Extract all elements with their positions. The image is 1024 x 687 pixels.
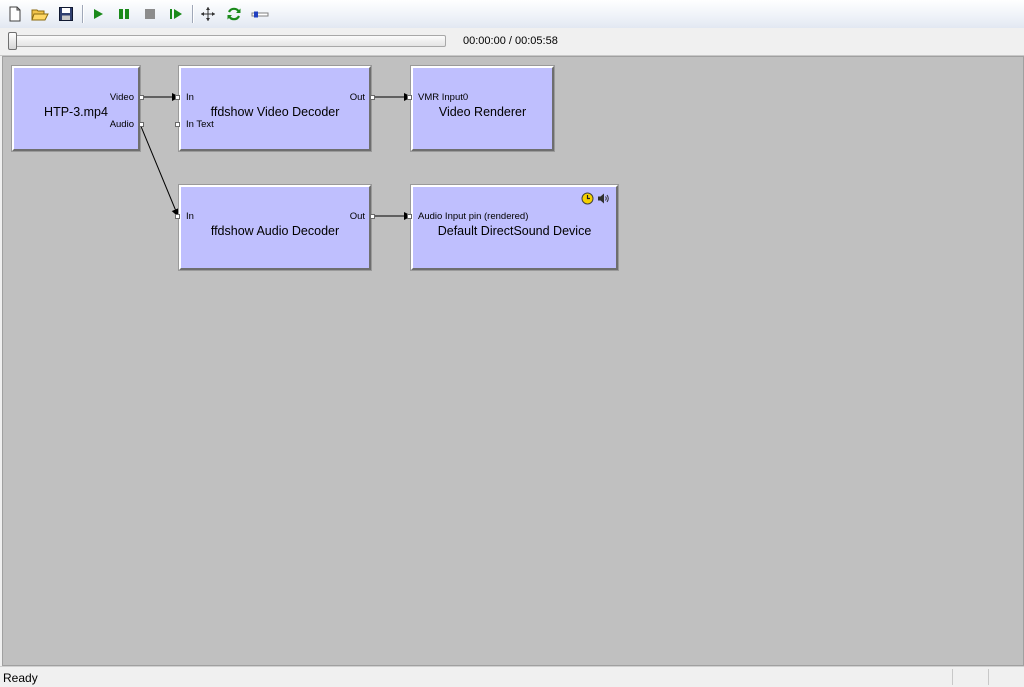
open-folder-icon bbox=[31, 9, 49, 21]
pin-in[interactable] bbox=[175, 214, 180, 219]
seek-track[interactable] bbox=[10, 35, 446, 47]
wire-audio-to-decoder[interactable] bbox=[139, 123, 180, 217]
pin-in-text[interactable] bbox=[175, 122, 180, 127]
filter-video-decoder[interactable]: ffdshow Video Decoder In In Text Out bbox=[178, 65, 372, 152]
pin-out[interactable] bbox=[370, 214, 375, 219]
toolbar-separator bbox=[192, 5, 193, 23]
filter-title: HTP-3.mp4 bbox=[44, 105, 108, 119]
pin-in[interactable] bbox=[175, 95, 180, 100]
pin-out[interactable] bbox=[370, 95, 375, 100]
filter-title: ffdshow Video Decoder bbox=[210, 105, 340, 119]
filter-source[interactable]: HTP-3.mp4 Video Audio bbox=[11, 65, 141, 152]
speaker-icon bbox=[598, 193, 609, 204]
filter-video-renderer[interactable]: Video Renderer VMR Input0 bbox=[410, 65, 555, 152]
refresh-icon bbox=[227, 7, 241, 21]
filter-title: Default DirectSound Device bbox=[437, 224, 592, 238]
clock-icon bbox=[581, 192, 594, 205]
arrange-button[interactable] bbox=[198, 4, 218, 24]
position-time: 00:00:00 / 00:05:58 bbox=[463, 35, 558, 47]
pin-label-vmr-input: VMR Input0 bbox=[418, 92, 469, 103]
save-icon bbox=[59, 7, 73, 21]
pin-label-audio-input: Audio Input pin (rendered) bbox=[418, 211, 529, 222]
pin-label-out: Out bbox=[349, 92, 365, 103]
status-pane-divider bbox=[988, 669, 989, 685]
filter-title: Video Renderer bbox=[438, 105, 527, 119]
seek-button[interactable] bbox=[250, 4, 270, 24]
pin-label-video: Video bbox=[109, 92, 134, 103]
pin-label-in: In bbox=[186, 211, 194, 222]
save-button[interactable] bbox=[56, 4, 76, 24]
step-frame-icon bbox=[170, 9, 182, 19]
pin-vmr-input[interactable] bbox=[407, 95, 412, 100]
pause-icon bbox=[119, 9, 129, 19]
pin-label-out: Out bbox=[349, 211, 365, 222]
seek-bar: 00:00:00 / 00:05:58 bbox=[0, 28, 1024, 56]
pin-audio-input[interactable] bbox=[407, 214, 412, 219]
pause-button[interactable] bbox=[114, 4, 134, 24]
seek-thumb[interactable] bbox=[8, 32, 17, 50]
play-button[interactable] bbox=[88, 4, 108, 24]
toolbar bbox=[0, 0, 1024, 28]
pin-audio-out[interactable] bbox=[139, 122, 144, 127]
status-text: Ready bbox=[3, 671, 38, 685]
seek-icon bbox=[251, 11, 269, 18]
pin-label-in-text: In Text bbox=[186, 119, 214, 130]
open-button[interactable] bbox=[30, 4, 50, 24]
connection-wires bbox=[139, 93, 412, 220]
pin-label-in: In bbox=[186, 92, 194, 103]
status-pane-divider bbox=[952, 669, 953, 685]
pin-video-out[interactable] bbox=[139, 95, 144, 100]
new-button[interactable] bbox=[5, 4, 25, 24]
filter-title: ffdshow Audio Decoder bbox=[210, 224, 340, 238]
filter-graph-canvas[interactable]: HTP-3.mp4 Video Audio ffdshow Video Deco… bbox=[2, 56, 1024, 666]
play-icon bbox=[94, 9, 103, 19]
step-frame-button[interactable] bbox=[166, 4, 186, 24]
filter-audio-decoder[interactable]: ffdshow Audio Decoder In Out bbox=[178, 184, 372, 271]
refresh-button[interactable] bbox=[224, 4, 244, 24]
stop-icon bbox=[145, 9, 155, 19]
stop-button[interactable] bbox=[140, 4, 160, 24]
status-bar: Ready bbox=[0, 666, 1024, 687]
filter-directsound-device[interactable]: Default DirectSound Device Audio Input p… bbox=[410, 184, 619, 271]
toolbar-separator bbox=[82, 5, 83, 23]
pin-label-audio: Audio bbox=[109, 119, 134, 130]
arrange-icon bbox=[201, 7, 215, 21]
new-document-icon bbox=[9, 6, 21, 22]
